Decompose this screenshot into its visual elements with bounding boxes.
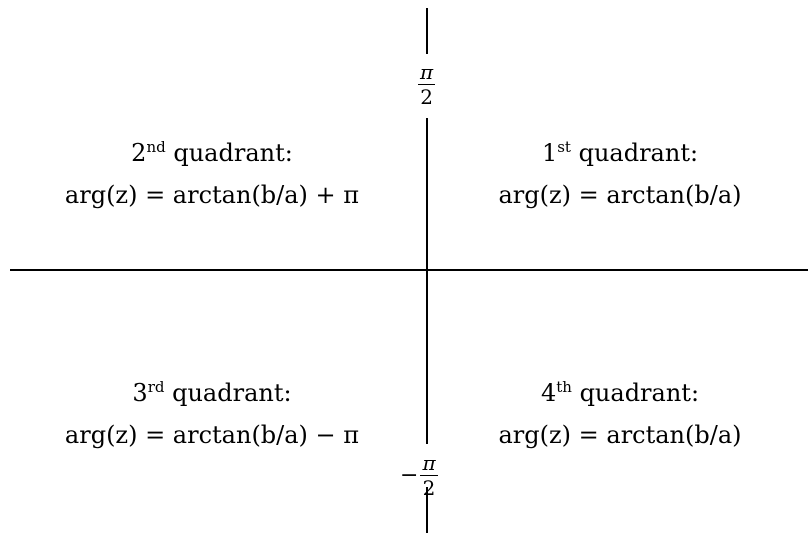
quadrant-1-label: 1st quadrant: arg(z) = arctan(b/a) <box>440 132 800 216</box>
fraction-denominator: 2 <box>420 85 433 110</box>
quadrant-ordinal-suffix: rd <box>147 378 165 396</box>
quadrant-formula: arg(z) = arctan(b/a) + π <box>64 181 360 209</box>
quadrant-ordinal: 1 <box>541 139 558 167</box>
quadrant-formula: arg(z) = arctan(b/a) <box>498 181 742 209</box>
fraction-numerator: π <box>420 60 434 84</box>
quadrant-ordinal-suffix: st <box>557 138 571 156</box>
quadrant-ordinal-suffix: th <box>556 378 572 396</box>
quadrant-formula: arg(z) = arctan(b/a) <box>498 421 742 449</box>
quadrant-ordinal: 4 <box>540 379 557 407</box>
quadrant-word: quadrant: <box>571 379 700 407</box>
quadrant-heading: 2nd quadrant: <box>12 132 412 174</box>
axis-label-sign: − <box>400 462 419 488</box>
axis-label-minus-pi-over-two: − π 2 <box>400 453 438 498</box>
fraction-stack: π 2 <box>418 60 436 110</box>
fraction-bar <box>420 475 438 477</box>
fraction-numerator: π <box>422 451 436 475</box>
quadrant-3-label: 3rd quadrant: arg(z) = arctan(b/a) − π <box>12 372 412 456</box>
quadrant-ordinal-suffix: nd <box>146 138 166 156</box>
fraction-denominator: 2 <box>422 476 436 501</box>
quadrant-ordinal: 3 <box>132 379 148 407</box>
fraction-stack: π 2 <box>420 451 438 501</box>
quadrant-word: quadrant: <box>570 139 699 167</box>
quadrant-formula: arg(z) = arctan(b/a) − π <box>64 421 360 449</box>
quadrant-heading: 3rd quadrant: <box>12 372 412 414</box>
quadrant-4-label: 4th quadrant: arg(z) = arctan(b/a) <box>440 372 800 456</box>
axis-label-pi-over-two: π 2 <box>416 60 436 110</box>
quadrant-heading: 4th quadrant: <box>440 372 800 414</box>
vertical-axis-middle-segment <box>426 118 428 444</box>
horizontal-axis <box>10 269 808 271</box>
quadrant-2-label: 2nd quadrant: arg(z) = arctan(b/a) + π <box>12 132 412 216</box>
quadrant-heading: 1st quadrant: <box>440 132 800 174</box>
quadrant-ordinal: 2 <box>131 139 147 167</box>
vertical-axis-top-segment <box>426 8 428 54</box>
quadrant-word: quadrant: <box>165 139 293 167</box>
quadrant-word: quadrant: <box>164 379 292 407</box>
fraction-bar <box>418 84 436 86</box>
vertical-axis-bottom-segment <box>426 487 428 533</box>
